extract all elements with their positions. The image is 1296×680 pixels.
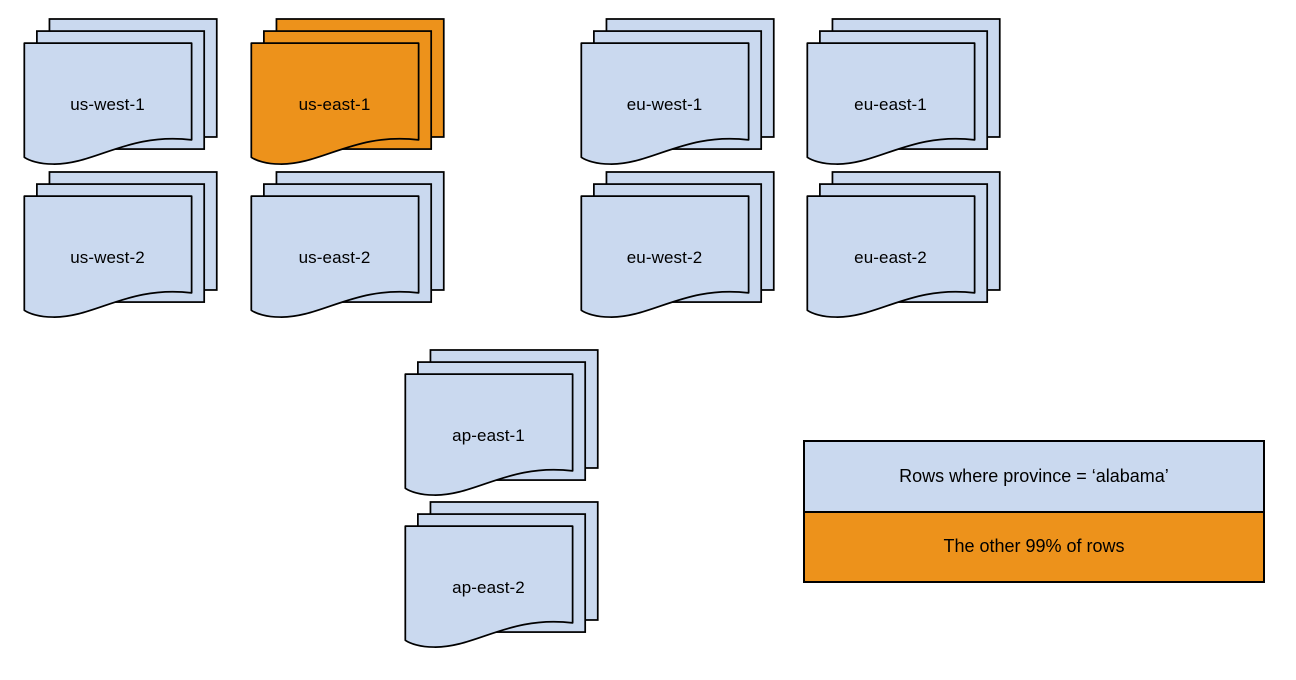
document-sheet-front	[806, 195, 976, 318]
document-stack-icon	[580, 18, 775, 165]
document-sheet-front	[23, 195, 193, 318]
region-node-us-west-2[interactable]: us-west-2	[21, 171, 222, 319]
legend-item-rows-alabama: Rows where province = ‘alabama’	[805, 442, 1263, 513]
region-node-eu-west-2[interactable]: eu-west-2	[578, 171, 779, 319]
region-node-eu-east-1[interactable]: eu-east-1	[804, 18, 1005, 166]
region-node-us-east-2[interactable]: us-east-2	[248, 171, 449, 319]
document-stack-icon	[23, 18, 218, 165]
document-stack-icon	[806, 18, 1001, 165]
document-stack-icon	[250, 171, 445, 318]
region-node-ap-east-1[interactable]: ap-east-1	[402, 349, 603, 497]
document-stack-icon	[580, 171, 775, 318]
document-stack-icon	[404, 501, 599, 648]
region-node-us-east-1[interactable]: us-east-1	[248, 18, 449, 166]
region-node-us-west-1[interactable]: us-west-1	[21, 18, 222, 166]
document-sheet-front	[250, 195, 420, 318]
document-stack-icon	[806, 171, 1001, 318]
document-stack-icon	[404, 349, 599, 496]
document-sheet-front	[404, 525, 574, 648]
document-sheet-front	[250, 42, 420, 165]
document-sheet-front	[404, 373, 574, 496]
document-stack-icon	[250, 18, 445, 165]
region-node-eu-west-1[interactable]: eu-west-1	[578, 18, 779, 166]
document-sheet-front	[580, 195, 750, 318]
document-sheet-front	[806, 42, 976, 165]
document-stack-icon	[23, 171, 218, 318]
legend-item-other-rows: The other 99% of rows	[805, 512, 1263, 581]
document-sheet-front	[580, 42, 750, 165]
region-node-eu-east-2[interactable]: eu-east-2	[804, 171, 1005, 319]
legend: Rows where province = ‘alabama’ The othe…	[803, 440, 1265, 583]
region-node-ap-east-2[interactable]: ap-east-2	[402, 501, 603, 649]
document-sheet-front	[23, 42, 193, 165]
